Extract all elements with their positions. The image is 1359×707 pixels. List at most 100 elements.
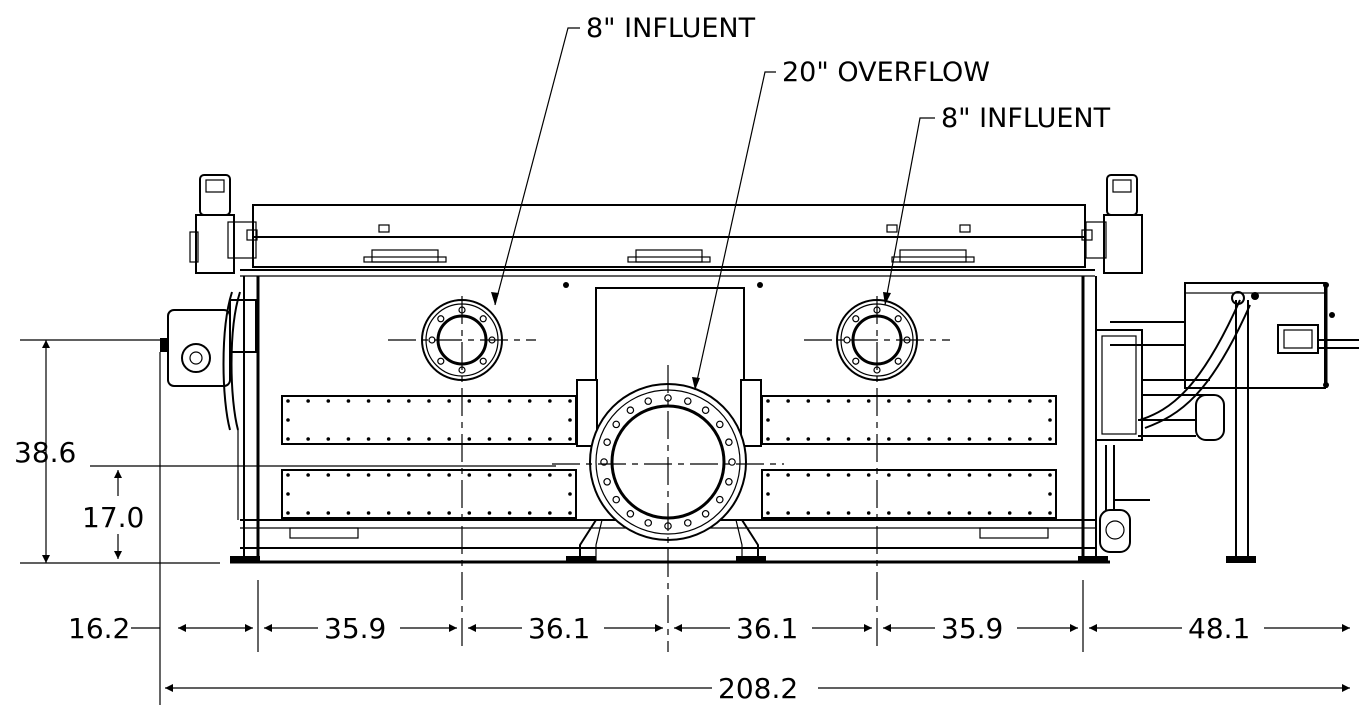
panel-bolt bbox=[766, 399, 770, 403]
panel-bolt bbox=[507, 437, 512, 441]
panel-bolt bbox=[967, 473, 972, 477]
lid-handles bbox=[246, 224, 1093, 263]
panel-bolt bbox=[487, 473, 492, 477]
panel-bolt bbox=[366, 511, 371, 515]
panel-bolt bbox=[786, 511, 790, 515]
panel-bolt bbox=[527, 473, 532, 477]
panel-bolt bbox=[386, 511, 391, 515]
flange-bolt bbox=[715, 495, 724, 504]
panel-upper-left bbox=[281, 395, 577, 445]
dim-36-1-left: 36.1 bbox=[528, 612, 590, 645]
flange-bolt bbox=[701, 406, 710, 415]
panel-bolt bbox=[487, 437, 492, 441]
panel-bolt bbox=[766, 473, 770, 477]
panel-bolt bbox=[866, 473, 871, 477]
panel-bolt bbox=[568, 492, 572, 496]
panel-bolt bbox=[527, 511, 532, 515]
panel-bolt bbox=[1028, 437, 1032, 441]
panel-upper-right bbox=[761, 395, 1057, 445]
panel-bolt bbox=[927, 399, 931, 403]
panel-bolt bbox=[346, 399, 351, 403]
panel-bolt bbox=[987, 511, 992, 515]
panel-bolt bbox=[286, 437, 290, 441]
panel-bolt bbox=[467, 473, 472, 477]
panel-bolt bbox=[907, 511, 911, 515]
panel-bolt bbox=[887, 511, 891, 515]
dim-48-1: 48.1 bbox=[1188, 612, 1250, 645]
panel-bolt bbox=[548, 399, 552, 403]
panel-bolt bbox=[467, 511, 472, 515]
flange-bolt bbox=[894, 315, 902, 323]
panel-bolt bbox=[407, 473, 411, 477]
dim-36-1-right: 36.1 bbox=[736, 612, 798, 645]
panel-bolt bbox=[346, 473, 351, 477]
flange-bolt bbox=[725, 438, 733, 447]
flange-bolt bbox=[683, 519, 692, 527]
panel-bolt bbox=[326, 511, 331, 515]
panel-bolt bbox=[286, 511, 290, 515]
panel-bolt bbox=[286, 399, 290, 403]
panel-bolt bbox=[786, 437, 790, 441]
panel-bolt bbox=[1048, 473, 1052, 477]
right-drive-assembly bbox=[1085, 174, 1150, 553]
panel-bolt bbox=[447, 437, 451, 441]
flange-bolt bbox=[479, 315, 487, 323]
panel-bolt bbox=[947, 473, 952, 477]
panel-bolt bbox=[1048, 399, 1052, 403]
panel-bolt bbox=[1048, 418, 1052, 422]
panel-bolt bbox=[306, 399, 310, 403]
panel-bolt bbox=[1007, 399, 1012, 403]
panel-bolt bbox=[766, 418, 770, 422]
panel-bolt bbox=[826, 473, 831, 477]
panel-bolt bbox=[907, 473, 911, 477]
callout-leaders bbox=[491, 27, 935, 391]
panel-bolt bbox=[507, 399, 512, 403]
panel-bolt bbox=[427, 437, 431, 441]
panel-bolt bbox=[286, 418, 290, 422]
flange-bolt bbox=[437, 357, 445, 365]
panel-bolt bbox=[568, 399, 572, 403]
panel-bolt bbox=[806, 399, 811, 403]
panel-bolt bbox=[846, 437, 851, 441]
access-panels bbox=[281, 395, 1057, 519]
panel-bolt bbox=[568, 437, 572, 441]
panel-bolt bbox=[826, 437, 831, 441]
flange-bolt bbox=[852, 357, 860, 365]
flange-bolt bbox=[600, 458, 608, 466]
panel-bolt bbox=[366, 399, 371, 403]
panel-bolt bbox=[326, 473, 331, 477]
panel-bolt bbox=[887, 437, 891, 441]
panel-bolt bbox=[1028, 511, 1032, 515]
panel-bolt bbox=[407, 399, 411, 403]
dim-35-9-left: 35.9 bbox=[324, 612, 386, 645]
panel-bolt bbox=[407, 437, 411, 441]
flange-bolt bbox=[728, 458, 736, 466]
panel-bolt bbox=[806, 473, 811, 477]
panel-bolt bbox=[407, 511, 411, 515]
panel-bolt bbox=[568, 418, 572, 422]
callout-influent-right: 8" INFLUENT bbox=[941, 103, 1111, 134]
panel-bolt bbox=[346, 511, 351, 515]
panel-bolt bbox=[927, 473, 931, 477]
panel-bolt bbox=[427, 511, 431, 515]
control-box bbox=[1095, 329, 1143, 441]
panel-bolt bbox=[548, 473, 552, 477]
panel-bolt bbox=[467, 399, 472, 403]
panel-bolt bbox=[786, 399, 790, 403]
panel-bolt bbox=[947, 399, 952, 403]
panel-bolt bbox=[826, 399, 831, 403]
panel-bolt bbox=[568, 473, 572, 477]
panel-bolt bbox=[487, 399, 492, 403]
panel-bolt bbox=[1007, 511, 1012, 515]
flange-bolt bbox=[626, 509, 635, 518]
flange-bolt bbox=[715, 420, 724, 429]
panel-bolt bbox=[286, 473, 290, 477]
panel-bolt bbox=[386, 437, 391, 441]
panel-bolt bbox=[447, 511, 451, 515]
panel-bolt bbox=[507, 511, 512, 515]
panel-bolt bbox=[866, 437, 871, 441]
panel-bolt bbox=[1048, 492, 1052, 496]
panel-bolt bbox=[887, 399, 891, 403]
panel-bolt bbox=[346, 437, 351, 441]
